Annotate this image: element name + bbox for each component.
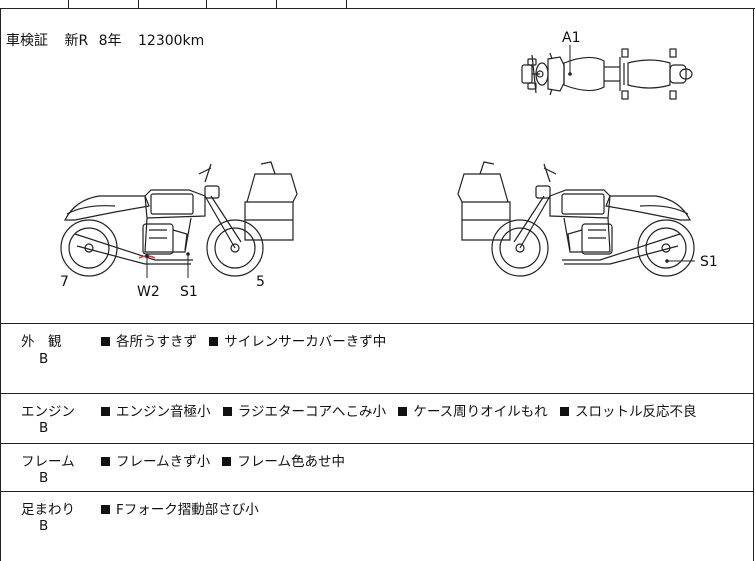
condition-notes: エンジン音極小 ラジエターコアへこみ小 ケース周りオイルもれ スロットル反応不良 xyxy=(101,400,704,420)
condition-notes: フレームきず小 フレーム色あせ中 xyxy=(101,450,353,470)
note-item: ケース周りオイルもれ xyxy=(413,404,548,420)
square-bullet-icon xyxy=(222,457,232,466)
note-item: フレーム色あせ中 xyxy=(237,454,346,470)
condition-notes: Fフォーク摺動部さび小 xyxy=(101,498,267,518)
note-item: フレームきず小 xyxy=(116,454,211,470)
square-bullet-icon xyxy=(559,407,569,416)
certificate-type: 新R xyxy=(64,33,89,49)
note-item: サイレンサーカバーきず中 xyxy=(224,334,387,350)
motorcycle-left-view xyxy=(60,161,298,278)
category-label: 外 観 xyxy=(21,334,62,350)
top-table-edge xyxy=(0,0,755,9)
category-label: 足まわり xyxy=(21,502,75,518)
table-row: 外 観 B 各所うすきず サイレンサーカバーきず中 xyxy=(0,324,754,394)
square-bullet-icon xyxy=(101,407,110,416)
certificate-years: 8年 xyxy=(98,33,122,49)
note-item: ラジエターコアへこみ小 xyxy=(237,404,387,420)
certificate-label: 車検証 xyxy=(6,33,48,49)
marker-a1: A1 xyxy=(562,30,581,46)
mileage: 12300km xyxy=(138,33,205,49)
vehicle-certificate-info: 車検証 新R 8年 12300km xyxy=(6,30,216,50)
square-bullet-icon xyxy=(209,337,219,346)
grade-value: B xyxy=(39,420,49,436)
note-item: Fフォーク摺動部さび小 xyxy=(116,502,259,518)
marker-s1-left: S1 xyxy=(180,284,198,300)
grade-value: B xyxy=(39,518,49,534)
square-bullet-icon xyxy=(101,505,110,514)
condition-notes: 各所うすきず サイレンサーカバーきず中 xyxy=(101,330,394,350)
note-item: 各所うすきず xyxy=(116,334,197,350)
table-row: 足まわり B Fフォーク摺動部さび小 xyxy=(0,492,754,561)
square-bullet-icon xyxy=(101,337,110,346)
square-bullet-icon xyxy=(101,457,110,466)
marker-s1-right: S1 xyxy=(700,254,718,270)
motorcycle-right-view xyxy=(457,161,695,277)
marker-7: 7 xyxy=(60,274,69,290)
grade-value: B xyxy=(39,351,49,367)
category-label: エンジン xyxy=(21,404,75,420)
table-row: エンジン B エンジン音極小 ラジエターコアへこみ小 ケース周りオイルもれ スロ… xyxy=(0,394,754,444)
damage-diagram-panel xyxy=(0,8,754,324)
grade-value: B xyxy=(39,470,49,486)
note-item: エンジン音極小 xyxy=(116,404,211,420)
square-bullet-icon xyxy=(398,407,408,416)
square-bullet-icon xyxy=(222,407,232,416)
table-row: フレーム B フレームきず小 フレーム色あせ中 xyxy=(0,444,754,492)
note-item: スロットル反応不良 xyxy=(574,404,697,420)
marker-w2: W2 xyxy=(137,284,160,300)
motorcycle-top-view xyxy=(521,45,693,100)
marker-5: 5 xyxy=(256,274,265,290)
category-label: フレーム xyxy=(21,454,75,470)
